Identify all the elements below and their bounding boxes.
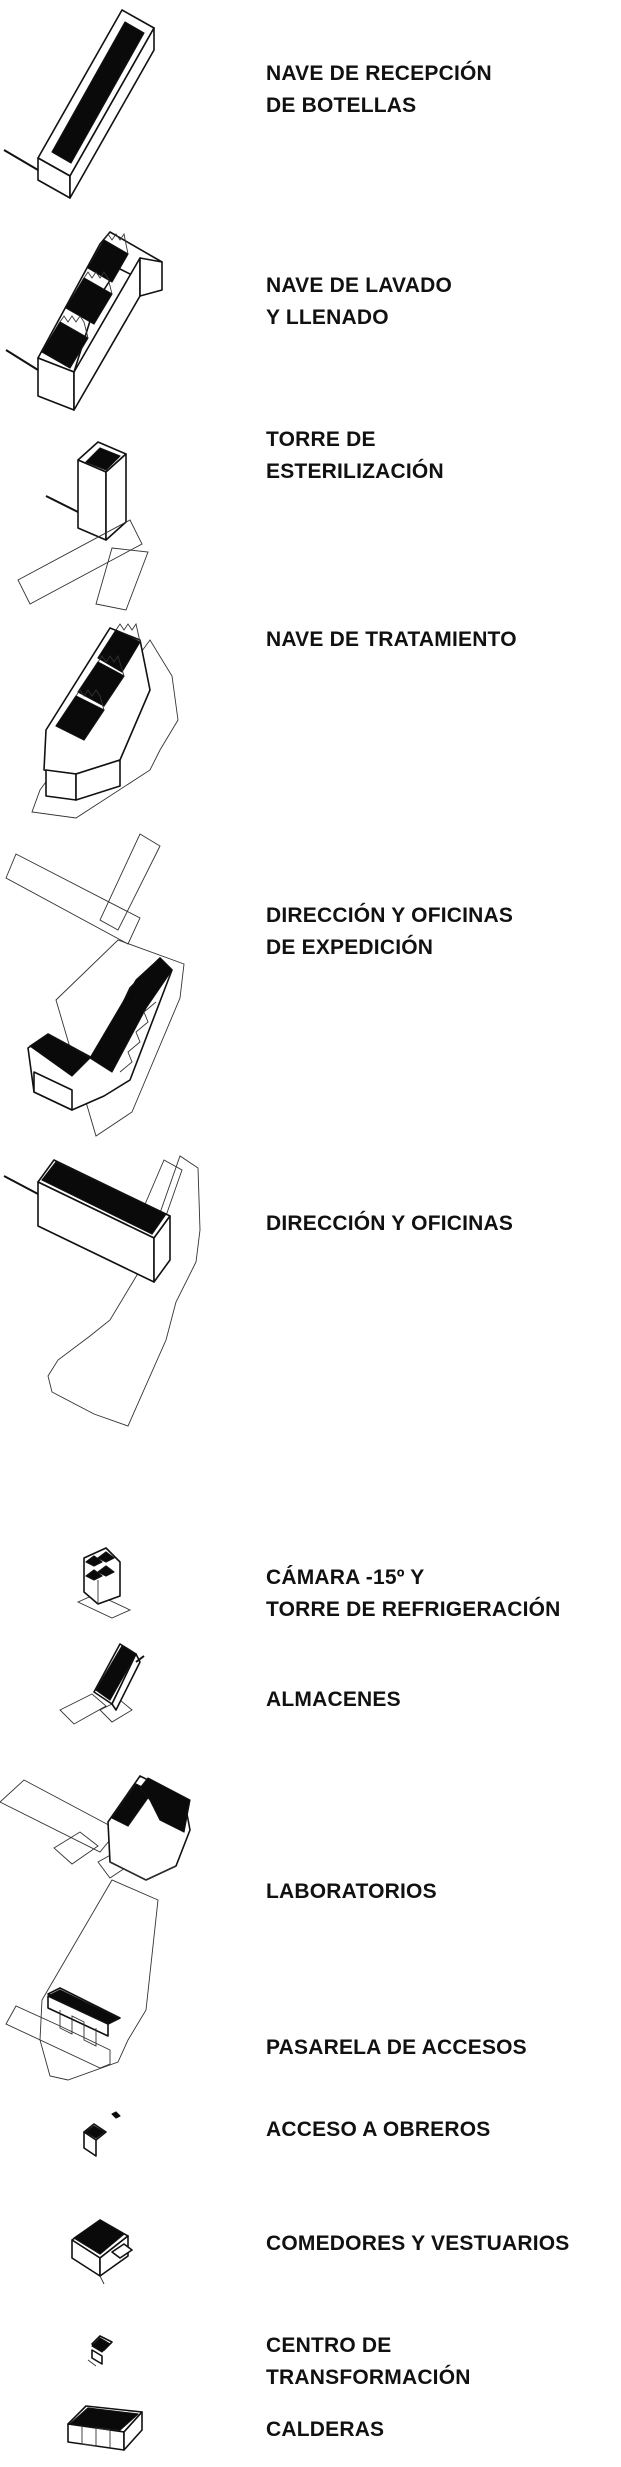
label-line: CENTRO DE xyxy=(266,2334,392,2357)
label-camara-torre: CÁMARA -15º Y TORRE DE REFRIGERACIÓN xyxy=(266,1562,561,1626)
drawing-centro-transformacion xyxy=(87,2335,113,2367)
label-line: COMEDORES Y VESTUARIOS xyxy=(266,2232,570,2255)
drawing-direccion-expedicion xyxy=(5,833,185,1137)
label-nave-recepcion: NAVE DE RECEPCIÓN DE BOTELLAS xyxy=(266,58,492,122)
label-line: LABORATORIOS xyxy=(266,1880,437,1903)
label-line: Y LLENADO xyxy=(266,306,389,329)
label-torre-esterilizacion: TORRE DE ESTERILIZACIÓN xyxy=(266,424,444,488)
drawing-camara-torre xyxy=(76,1547,132,1619)
label-comedores: COMEDORES Y VESTUARIOS xyxy=(266,2228,570,2260)
label-direccion-oficinas: DIRECCIÓN Y OFICINAS xyxy=(266,1208,513,1240)
label-laboratorios: LABORATORIOS xyxy=(266,1876,437,1908)
label-acceso-obreros: ACCESO A OBREROS xyxy=(266,2114,491,2146)
label-line: DIRECCIÓN Y OFICINAS xyxy=(266,904,514,927)
label-line: ALMACENES xyxy=(266,1688,401,1711)
label-nave-lavado: NAVE DE LAVADO Y LLENADO xyxy=(266,270,452,334)
drawing-pasarela xyxy=(5,1987,121,2069)
label-line: NAVE DE TRATAMIENTO xyxy=(266,628,517,651)
label-almacenes: ALMACENES xyxy=(266,1684,401,1716)
label-line: NAVE DE LAVADO xyxy=(266,274,452,297)
label-line: DE BOTELLAS xyxy=(266,94,417,117)
drawing-nave-lavado xyxy=(5,231,163,411)
drawing-almacenes xyxy=(59,1643,145,1725)
label-calderas: CALDERAS xyxy=(266,2414,384,2446)
drawing-nave-tratamiento xyxy=(17,519,179,819)
label-line: ACCESO A OBREROS xyxy=(266,2118,491,2141)
label-line: TORRE DE REFRIGERACIÓN xyxy=(266,1598,561,1621)
label-line: DE EXPEDICIÓN xyxy=(266,936,434,959)
label-line: DIRECCIÓN Y OFICINAS xyxy=(266,1212,514,1235)
label-centro-transformacion: CENTRO DE TRANSFORMACIÓN xyxy=(266,2330,471,2394)
drawing-comedores xyxy=(71,2219,133,2285)
label-line: PASARELA DE ACCESOS xyxy=(266,2036,527,2059)
label-nave-tratamiento: NAVE DE TRATAMIENTO xyxy=(266,624,517,656)
label-line: NAVE DE RECEPCIÓN xyxy=(266,62,492,85)
label-line: ESTERILIZACIÓN xyxy=(266,460,444,483)
label-direccion-expedicion: DIRECCIÓN Y OFICINAS DE EXPEDICIÓN xyxy=(266,900,513,964)
label-line: TORRE DE xyxy=(266,428,376,451)
drawing-nave-recepcion xyxy=(3,9,155,199)
label-line: CÁMARA -15º Y xyxy=(266,1566,425,1589)
label-pasarela: PASARELA DE ACCESOS xyxy=(266,2032,527,2064)
drawing-direccion-oficinas xyxy=(3,1155,201,1427)
drawing-laboratorios xyxy=(0,1775,191,2081)
drawing-acceso-obreros xyxy=(83,2111,121,2157)
label-line: CALDERAS xyxy=(266,2418,385,2441)
drawing-torre-esterilizacion xyxy=(45,441,127,541)
drawing-calderas xyxy=(67,2405,143,2451)
label-line: TRANSFORMACIÓN xyxy=(266,2366,471,2389)
